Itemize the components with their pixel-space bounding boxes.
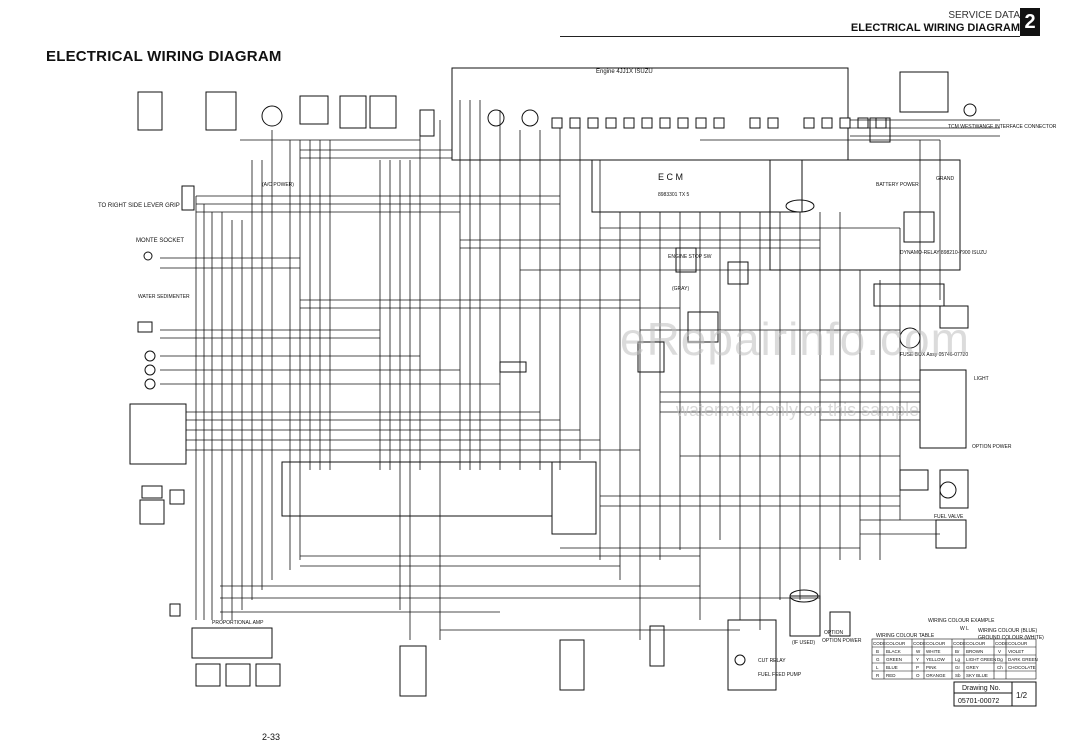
battery-grand-box — [769, 159, 961, 271]
colour-table: WIRING COLOUR TABLE CODE COLOUR CODE COL… — [871, 633, 1038, 680]
harness-bundle-ring — [785, 199, 815, 213]
ct-r3c5: SKY BLUE — [966, 673, 988, 678]
ct-h5: COLOUR — [966, 641, 986, 646]
harness-bundle-ring-lower — [789, 589, 819, 603]
ct-r1c0: G — [876, 657, 880, 662]
right-lever-label: TO RIGHT SIDE LEVER GRIP — [98, 203, 180, 209]
drawing-label: Drawing No. — [962, 685, 1001, 692]
ct-h3: COLOUR — [926, 641, 946, 646]
drawing-number-box — [953, 681, 1037, 707]
fuse-box-label: FUSE BOX Assy 05746-07720 — [900, 352, 968, 358]
controller-box — [281, 461, 553, 517]
ecm-label: E C M — [658, 172, 683, 182]
chapter-badge: 2 — [1020, 8, 1040, 36]
colour-example-code: W L — [960, 626, 969, 632]
water-sedimenter-label: WATER SEDIMENTER — [138, 294, 190, 300]
ct-x0c0: V — [998, 649, 1001, 654]
battery-power-label: BATTERY POWER — [876, 182, 919, 188]
ct-r0c3: WHITE — [926, 649, 941, 654]
page-number: 2-33 — [262, 732, 281, 742]
ct-r0c5: BROWN — [966, 649, 983, 654]
colour-example-ground: GROUND COLOUR (WHITE) — [978, 635, 1044, 641]
ct-r2c3: PINK — [926, 665, 937, 670]
ct-r2c4: Gr — [955, 665, 961, 670]
ac-power-label: (A/C POWER) — [262, 182, 294, 188]
ct-r1c2: Y — [916, 657, 919, 662]
tcm-label: TCM WESTWANGE INTERFACE CONNECTOR — [948, 124, 1057, 130]
ct-x2c1: CHOCOLATE — [1008, 665, 1036, 670]
ct-r2c1: BLUE — [886, 665, 898, 670]
option-label: OPTION — [824, 630, 844, 636]
left-top-components — [129, 91, 435, 617]
ct-h1: COLOUR — [886, 641, 906, 646]
engine-harness-frame — [451, 67, 849, 161]
ct-r1c1: GREEN — [886, 657, 902, 662]
ct-r2c0: L — [876, 665, 879, 670]
ct-x1c0: Dg — [997, 657, 1003, 662]
option-power-label: OPTION POWER — [822, 638, 862, 644]
ct-h0: CODE — [873, 641, 886, 646]
ct-r3c1: RED — [886, 673, 896, 678]
ct-xh1: COLOUR — [1008, 641, 1028, 646]
monte-socket-label: MONTE SOCKET — [136, 238, 184, 244]
ct-h2: CODE — [913, 641, 926, 646]
fuel-feed-label: FUEL FEED PUMP — [758, 672, 802, 678]
ct-r2c2: P — [916, 665, 919, 670]
ct-r1c5: LIGHT GREEN — [966, 657, 996, 662]
watermark-main: eRepairinfo.com — [620, 313, 970, 365]
ct-x2c0: Ch — [997, 665, 1003, 670]
ct-h4: CODE — [953, 641, 966, 646]
colour-example-base: WIRING COLOUR (BLUE) — [978, 628, 1038, 634]
controller-side-box — [551, 461, 597, 535]
ecm-sub-label: 8983301 TX 5 — [658, 192, 690, 198]
wire-runs — [160, 100, 1000, 640]
proportional-amp-label: PROPORTIONAL AMP — [212, 620, 264, 626]
page-title: ELECTRICAL WIRING DIAGRAM — [46, 48, 282, 65]
ct-r3c2: O — [916, 673, 920, 678]
dynamo-relay-label: DYNAMO-RELAY 898210-7900 ISUZU — [900, 250, 987, 256]
ct-r0c1: BLACK — [886, 649, 901, 654]
engine-stop-label: ENGINE STOP SW — [668, 254, 712, 260]
ct-r0c4: Br — [955, 649, 960, 654]
engine-label: Engine 4JJ1X ISUZU — [596, 69, 653, 75]
grand-label: GRAND — [936, 176, 954, 182]
ct-x1c1: DARK GREEN — [1008, 657, 1038, 662]
right-components — [195, 71, 977, 697]
ct-r3c0: R — [876, 673, 880, 678]
watermark-sub: watermark only on this sample — [676, 400, 920, 420]
fuse-box — [919, 369, 967, 449]
ct-r2c5: GREY — [966, 665, 979, 670]
header-rule — [560, 36, 1020, 37]
cut-relay-label: CUT RELAY — [758, 658, 786, 664]
ct-xh0: CODE — [995, 641, 1008, 646]
ct-r1c4: Lg — [955, 657, 961, 662]
drawing-sheet: 1/2 — [1016, 691, 1028, 700]
fuel-valve-label: FUEL VALVE — [934, 514, 964, 520]
drawing-number: 05701-00072 — [958, 698, 999, 705]
ct-r3c4: Sb — [955, 673, 961, 678]
ct-r1c3: YELLOW — [926, 657, 946, 662]
ct-r0c2: W — [916, 649, 921, 654]
colour-table-title: WIRING COLOUR TABLE — [876, 633, 935, 639]
ct-r3c3: ORANGE — [926, 673, 946, 678]
option-power-fuse-label: OPTION POWER — [972, 444, 1012, 450]
if-used-label: (IF USED) — [792, 640, 815, 646]
colour-example-title: WIRING COLOUR EXAMPLE — [928, 618, 995, 624]
gray-label: (GRAY) — [672, 286, 689, 292]
proportional-amp-box — [191, 627, 273, 659]
section-label: SERVICE DATA — [948, 10, 1020, 21]
ct-x0c1: VIOLET — [1008, 649, 1024, 654]
light-label: LIGHT — [974, 376, 989, 382]
ecm-box — [591, 159, 803, 213]
section-title: ELECTRICAL WIRING DIAGRAM — [850, 22, 1020, 34]
engine-sensor-connectors — [551, 117, 887, 129]
ct-r0c0: B — [876, 649, 879, 654]
